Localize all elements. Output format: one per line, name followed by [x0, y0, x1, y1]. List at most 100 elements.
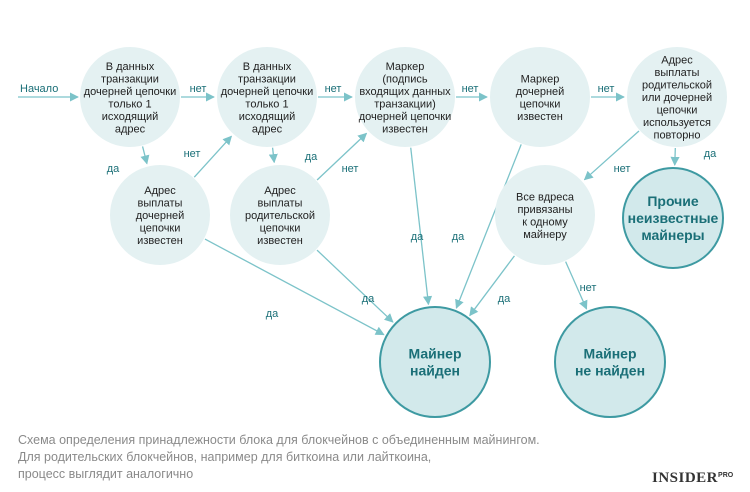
edge-label-q7_found: да: [362, 293, 375, 305]
node-circle: [495, 165, 595, 265]
edge-q8_found: [469, 255, 515, 317]
edge-q6_found: [204, 238, 385, 336]
node-label-line: входящих данных: [359, 86, 451, 98]
node-label-line: В данных: [243, 61, 292, 73]
edge-label-q1_q6: да: [107, 163, 120, 175]
node-circle: [355, 47, 455, 147]
node-label-line: исходящий: [239, 111, 296, 123]
edge-label-q3_q4: нет: [462, 83, 479, 95]
edge-label-q2_q3: нет: [325, 83, 342, 95]
caption: Схема определения принадлежности блока д…: [18, 432, 618, 483]
edge-label-q8_found: да: [498, 293, 511, 305]
node-circle: [554, 306, 666, 418]
edge-q7_found: [316, 249, 394, 323]
node-label-line: Прочие: [647, 193, 699, 209]
edge-q7_q3: [316, 132, 368, 181]
edge-q5_q8: [583, 130, 640, 181]
node-label-line: не найден: [575, 363, 645, 379]
node-label-line: выплаты: [258, 198, 303, 210]
node-label-line: дочерней: [516, 86, 565, 98]
node-circle: [217, 47, 317, 147]
node-label-line: только 1: [245, 98, 288, 110]
node-circle: [627, 47, 727, 147]
node-label-line: исходящий: [102, 111, 159, 123]
edge-q5_unknown: [670, 147, 680, 166]
edge-label-q3_found: да: [411, 231, 424, 243]
node-label-line: выплаты: [138, 198, 183, 210]
node-label-line: выплаты: [655, 67, 700, 79]
insider-pro-logo: INSIDERPRO: [652, 470, 733, 487]
node-label-line: родительской: [245, 210, 315, 222]
edge-label-q6_q2: нет: [184, 148, 201, 160]
edge-label-q5_unknown: да: [704, 148, 717, 160]
node-label-line: неизвестные: [628, 210, 719, 226]
node-label-line: цепочки: [520, 98, 561, 110]
edge-label-q5_q8: нет: [614, 163, 631, 175]
node-label-line: известен: [137, 235, 183, 247]
caption-line: процесс выглядит аналогично: [18, 467, 194, 481]
node-label-line: к одному: [522, 216, 568, 228]
node-label-line: транзакции: [238, 73, 296, 85]
node-label-line: дочерней цепочки: [221, 86, 313, 98]
node-label-line: дочерней: [136, 210, 185, 222]
node-label-line: Адрес: [144, 185, 176, 197]
node-label-line: известен: [257, 235, 303, 247]
node-label-line: цепочки: [260, 223, 301, 235]
node-label-line: адрес: [252, 123, 283, 135]
node-label-line: используется: [643, 117, 711, 129]
edge-label-q8_notfound: нет: [580, 282, 597, 294]
node-circle: [622, 167, 724, 269]
node-circle: [80, 47, 180, 147]
edge-label-q7_q3: нет: [342, 163, 359, 175]
node-label-line: Адрес: [264, 185, 296, 197]
node-circle: [230, 165, 330, 265]
node-label-line: дочерней цепочки: [84, 86, 176, 98]
edge-label-q4_found: да: [452, 231, 465, 243]
node-label-line: родительской: [642, 80, 712, 92]
node-label-line: привязаны: [517, 204, 572, 216]
node-label-line: транзакции: [101, 73, 159, 85]
logo-sup: PRO: [718, 472, 734, 479]
node-label-line: повторно: [653, 130, 700, 142]
node-circle: [490, 47, 590, 147]
node-label-line: только 1: [108, 98, 151, 110]
node-label-line: Майнер: [583, 346, 636, 362]
edge-label-q1_q2: нет: [190, 83, 207, 95]
node-label-line: майнеры: [641, 227, 704, 243]
edge-q2_q7: [268, 147, 278, 164]
caption-line: Для родительских блокчейнов, например дл…: [18, 450, 432, 464]
edge-q8_notfound: [565, 261, 588, 310]
node-label-line: Все вдреса: [516, 191, 575, 203]
node-label-line: цепочки: [140, 223, 181, 235]
node-circle: [110, 165, 210, 265]
node-label-line: Адрес: [661, 55, 693, 67]
node-label-line: адрес: [115, 123, 146, 135]
caption-line: Схема определения принадлежности блока д…: [18, 433, 540, 447]
node-label-line: цепочки: [657, 105, 698, 117]
start-label: Начало: [20, 83, 58, 95]
node-circle: [379, 306, 491, 418]
node-label-line: Майнер: [408, 346, 461, 362]
